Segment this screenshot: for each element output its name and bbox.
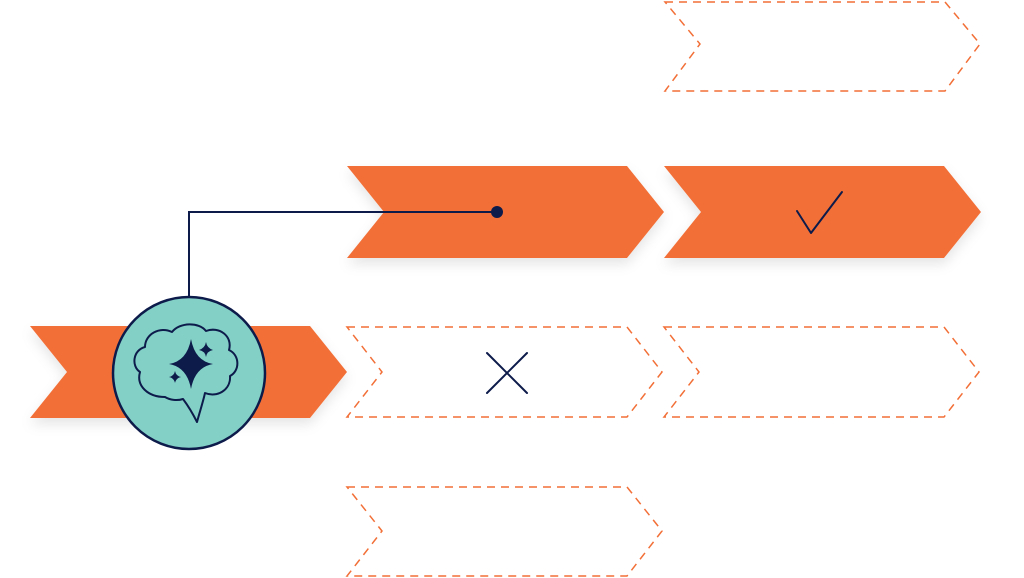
- thought-badge: [111, 295, 267, 451]
- chevron-option-top: [663, 1, 981, 92]
- chevron-option-bottom: [345, 486, 663, 577]
- sparkle-large-icon: [169, 339, 213, 389]
- connector-dot: [491, 206, 503, 218]
- x-icon: [486, 352, 528, 394]
- chevron-rejected: [345, 326, 663, 418]
- chevron-option-right: [662, 326, 980, 418]
- connector-line: [188, 211, 497, 300]
- sparkle-tiny-icon: [169, 371, 181, 383]
- sparkle-small-icon: [199, 342, 213, 357]
- thought-bubble-icon: [133, 323, 239, 423]
- check-icon: [796, 191, 843, 234]
- chevron-accepted: [664, 166, 981, 258]
- chevron-chosen: [347, 166, 664, 258]
